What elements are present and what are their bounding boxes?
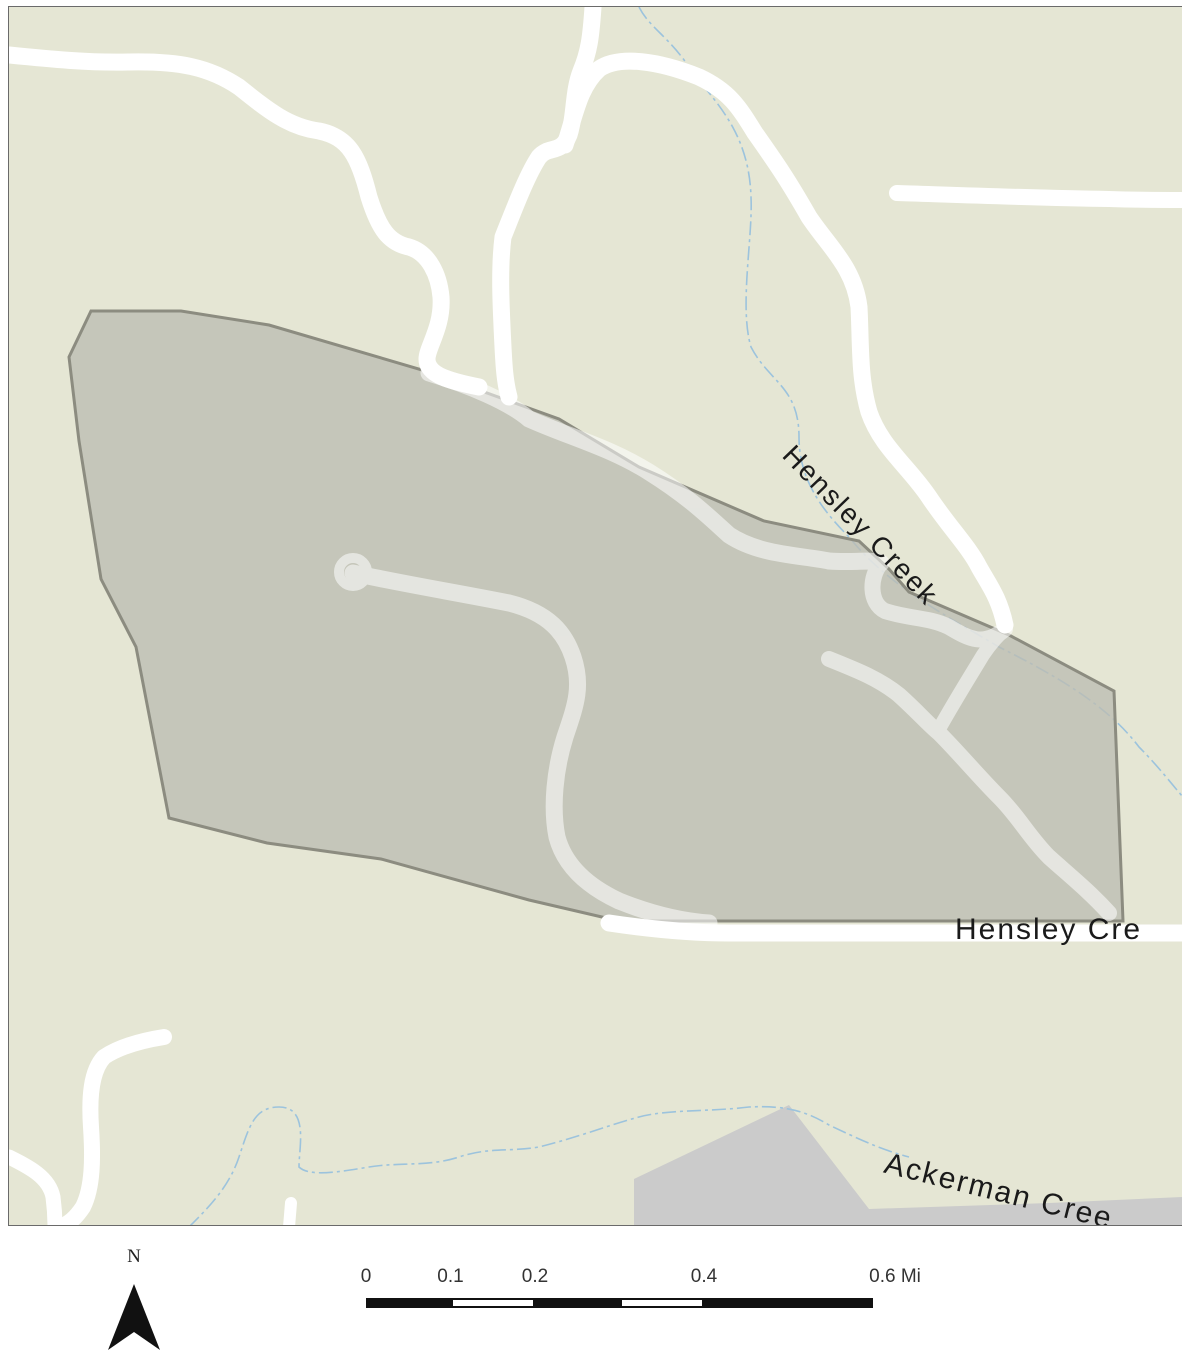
north-arrow: N — [100, 1246, 170, 1358]
label-hensley-creek-road: Hensley Cre — [955, 913, 1143, 946]
road-parcel-east-spur — [821, 651, 1117, 921]
road-parcel-connector — [932, 622, 1012, 736]
road-north-trunk — [492, 7, 602, 406]
road-northwest — [9, 46, 488, 396]
scale-segment — [366, 1298, 451, 1308]
road-southwest — [53, 1029, 172, 1225]
road-northeast — [889, 185, 1182, 208]
road-parcel-loop — [864, 555, 1013, 648]
road-southwest-spur — [9, 1149, 63, 1225]
map-frame[interactable]: Hensley Creek Hensley Cre Ackerman Cree — [8, 6, 1182, 1226]
scale-tick-label: 0 — [360, 1266, 372, 1287]
parcel-roads — [334, 364, 1117, 932]
scale-segment — [535, 1298, 620, 1308]
scale-bar: 0 0.1 0.2 0.4 0.6 Mi — [350, 1262, 950, 1322]
scale-tick-label: 0.6 Mi — [869, 1266, 921, 1287]
map-canvas[interactable] — [9, 7, 1182, 1226]
road-south-stub — [283, 1197, 297, 1225]
north-arrow-icon — [108, 1284, 160, 1350]
road-north-loop — [556, 52, 1014, 634]
scale-tick-label: 0.1 — [437, 1266, 464, 1287]
road-hensley-creek — [600, 914, 1182, 942]
road-parcel-cul-de-sac — [344, 564, 718, 932]
north-letter: N — [127, 1246, 141, 1267]
urban-area — [634, 1105, 1182, 1225]
road-network — [9, 7, 1182, 1225]
scale-tick-label: 0.2 — [521, 1266, 549, 1287]
scale-segment — [450, 1298, 535, 1308]
cul-de-sac-end — [334, 553, 372, 591]
road-parcel-north — [420, 364, 890, 572]
scale-segment — [619, 1298, 704, 1308]
scale-tick-label: 0.4 — [690, 1266, 718, 1287]
stream-ackerman-creek — [189, 1105, 910, 1225]
scale-segment — [704, 1298, 873, 1308]
